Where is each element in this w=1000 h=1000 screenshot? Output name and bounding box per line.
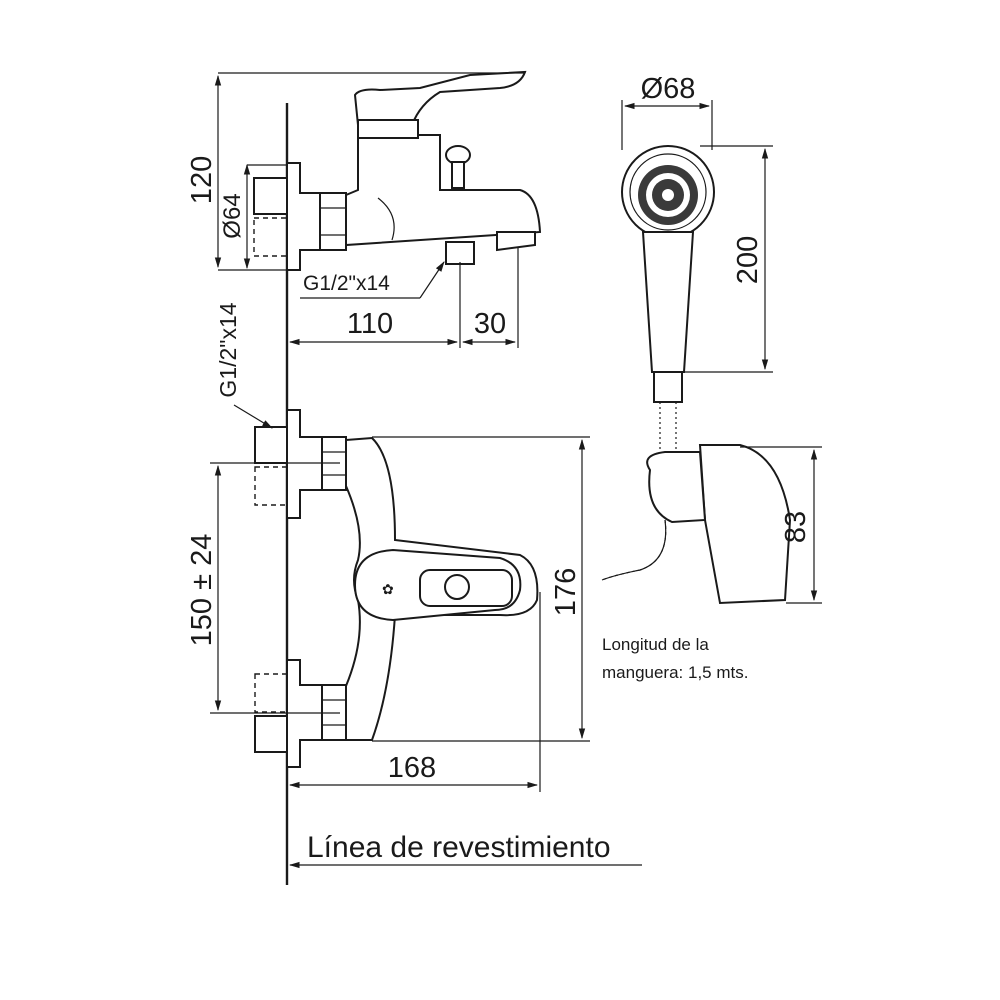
shower-holder: [601, 444, 792, 605]
dim-30: 30: [474, 308, 506, 340]
dim-110: 110: [347, 308, 393, 340]
dim-168: 168: [388, 752, 436, 784]
dim-83: 83: [780, 511, 812, 543]
dim-200: 200: [732, 236, 764, 284]
hose-note-line2: manguera: 1,5 mts.: [602, 663, 748, 682]
wall-line-label: Línea de revestimiento: [307, 831, 611, 864]
front-dimensions: [210, 404, 642, 869]
holder-dimension: [740, 446, 822, 604]
dim-thread-side: G1/2"x14: [215, 302, 241, 397]
dim-120: 120: [186, 156, 218, 204]
dim-thread-top: G1/2"x14: [303, 272, 390, 295]
dim-150: 150 ± 24: [186, 534, 218, 647]
showerhead-dimensions: [621, 100, 773, 373]
top-dimensions: [214, 72, 525, 348]
svg-text:✿: ✿: [382, 582, 394, 598]
shower-head: [621, 145, 715, 456]
hose-note-line1: Longitud de la: [602, 635, 709, 654]
dim-inlet-dia: Ø64: [219, 193, 246, 238]
top-faucet-view: [253, 70, 542, 271]
front-faucet-view: ✿: [254, 409, 539, 768]
dim-showerhead-dia: Ø68: [641, 73, 696, 105]
dim-176: 176: [550, 568, 582, 616]
